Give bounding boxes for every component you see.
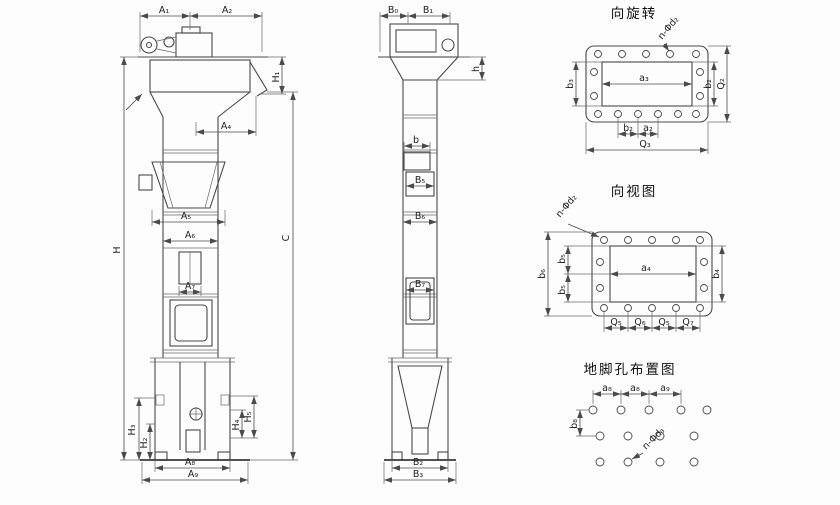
side-view-outline [378,23,470,461]
shaft-end [441,38,455,52]
dim-label-h5: H₅ [243,411,254,422]
dim-label-c: C [281,234,292,241]
anchor-view-title: 地脚孔布置图 [584,362,677,378]
dim-label-a1: A₁ [159,5,169,16]
dim-label-b6: b₆ [537,269,548,279]
side-view: B₀ B₁ h b B₅ B₆ B₇ B₂ B₃ [378,5,486,484]
rotated-view-dimensions: a₃ b₃ b₂ Q₂ b₂ a₂ Q₃ [565,45,731,154]
dim-label-a6: A₆ [185,230,195,241]
dim-label-h3: H₃ [127,424,138,435]
front-view-dimensions: A₁ A₂ H₁ A₄ A₅ A₆ A₇ H C H₃ H₂ H₅ H₄ A₈ … [112,5,298,484]
direction-flange-view: 向视图 n-Φd₂ a₄ b₅ b₅ [537,184,726,332]
dim-label-q7: Q₇ [682,317,693,328]
drive-pulley [140,36,158,54]
dim-label-b5: B₅ [415,175,426,186]
dim-label-b3: b₃ [565,79,576,89]
drive-unit [140,26,213,58]
dim-label-a7: A₇ [185,281,195,292]
direction-view-title: 向视图 [611,184,658,200]
dim-label-a8-a: a₈ [602,383,612,394]
side-inlet [403,151,431,171]
rotated-view-holes-label: n-Φd₂ [656,14,682,42]
holes-leader [662,42,670,52]
dim-label-a8: A₈ [185,457,195,468]
anchor-holes [588,405,712,467]
dim-label-b2-right: b₂ [703,79,714,89]
dim-label-a8-b: a₈ [630,383,640,394]
dim-label-b: b [413,135,419,146]
motor-pulley [163,36,175,48]
boot-section [150,357,235,461]
rotated-flange-view: 向旋转 n-Φd₂ a₃ b₃ b₂ Q₂ [565,6,731,154]
flange-outer [585,45,709,123]
dim-label-b4: b₄ [711,269,722,279]
dim-label-h-small: h [471,66,482,72]
inspection-door [169,299,213,347]
gearbox [175,32,213,58]
direction-view-dimensions: a₄ b₅ b₅ b₆ b₄ Q₅ Q₆ Q₅ Q₇ [537,231,726,332]
sight-window [178,251,202,285]
dim-label-q2: Q₂ [716,78,727,89]
dim-label-h: H [112,246,123,253]
dim-label-b2: B₂ [413,457,424,468]
dim-label-q6: Q₆ [634,317,645,328]
side-boot [388,357,452,461]
dim-label-h4: H₄ [231,419,242,430]
dim-label-seg-b2: b₂ [623,123,633,134]
dim-label-a5: A₅ [181,211,191,222]
direction-view-holes-label: n-Φd₂ [554,192,580,220]
dim-label-a4: a₄ [641,263,651,274]
dim-label-q5-a: Q₅ [610,317,621,328]
bolt-holes [590,50,704,118]
dim-label-q5-b: Q₅ [658,317,669,328]
side-view-dimensions: B₀ B₁ h b B₅ B₆ B₇ B₂ B₃ [379,5,486,484]
anchor-hole-layout: 地脚孔布置图 a₈ a₈ a₉ b₈ n-Φd₃ [569,362,712,467]
dim-label-a2: A₂ [222,5,232,16]
dim-label-a3: a₃ [639,73,649,84]
anchor-view-dimensions: a₈ a₈ a₉ b₈ [569,383,682,437]
dim-label-b7: B₇ [415,279,426,290]
dim-label-a4: A₄ [221,121,231,132]
dim-label-q3: Q₃ [639,139,650,150]
view-direction-arrow [125,93,143,111]
dim-label-a9: A₉ [188,469,198,480]
side-door-lower [405,277,435,325]
dim-label-b0: B₀ [388,5,399,16]
dim-label-b6: B₆ [415,211,426,222]
dim-label-h1: H₁ [271,71,282,82]
dim-label-b5-bottom: b₅ [557,285,568,295]
bolt-holes [596,236,708,312]
dim-label-b5-top: b₅ [557,254,568,264]
dim-label-seg-a2: a₂ [643,123,653,134]
front-view: A₁ A₂ H₁ A₄ A₅ A₆ A₇ H C H₃ H₂ H₅ H₄ A₈ … [112,5,298,484]
dim-label-h2: H₂ [139,437,150,448]
front-view-outline [125,26,268,461]
dim-label-b8: b₈ [569,419,580,429]
dim-label-a9: a₉ [660,383,670,394]
dim-label-b1: B₁ [423,5,434,16]
dim-label-b3: B₃ [413,469,424,480]
anchor-holes-leader [631,452,644,460]
rotated-view-title: 向旋转 [611,6,658,22]
feed-hopper [138,161,226,209]
